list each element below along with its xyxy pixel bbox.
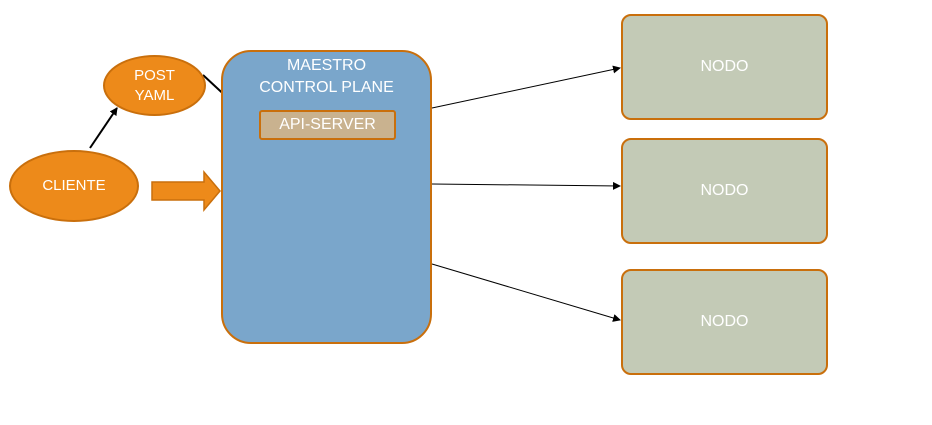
nodo-box-2: NODO: [621, 138, 828, 244]
cliente-to-maestro-block-arrow: [151, 169, 221, 213]
maestro-title: MAESTRO CONTROL PLANE: [259, 57, 394, 96]
maestro-to-nodo-1-arrow: [431, 65, 621, 109]
cliente-node: CLIENTE: [9, 150, 139, 222]
post-yaml-node: POST YAML: [103, 55, 206, 116]
api-server-box: API-SERVER: [259, 110, 396, 140]
cliente-to-post-arrow: [89, 107, 118, 149]
cliente-label: CLIENTE: [42, 177, 106, 194]
maestro-control-plane: MAESTRO CONTROL PLANE API-SERVER: [221, 50, 432, 344]
nodo-box-1: NODO: [621, 14, 828, 120]
nodo-label-2: NODO: [700, 182, 749, 199]
maestro-to-nodo-3-arrow: [431, 263, 621, 322]
nodo-label-3: NODO: [700, 313, 749, 330]
nodo-label-1: NODO: [700, 58, 749, 75]
api-server-label: API-SERVER: [279, 116, 376, 133]
nodo-box-3: NODO: [621, 269, 828, 375]
maestro-to-nodo-2-arrow: [431, 181, 621, 190]
post-yaml-label: POST YAML: [134, 66, 175, 104]
